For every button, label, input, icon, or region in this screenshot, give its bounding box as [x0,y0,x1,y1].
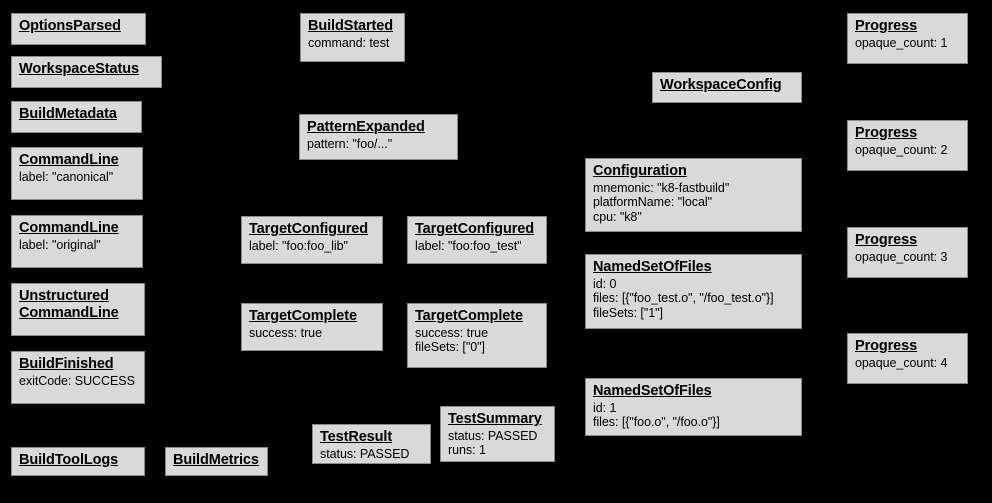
event-node-title: NamedSetOfFiles [593,259,712,275]
event-node-fields: id: 1 files: [{"foo.o", "/foo.o"}] [593,400,720,430]
event-node-title: BuildFinished [19,356,114,372]
event-node-title: BuildMetrics [173,452,259,468]
event-node-title: WorkspaceStatus [19,61,139,77]
event-node-fields: opaque_count: 1 [855,35,948,50]
event-node-fields: label: "foo:foo_lib" [249,238,348,253]
event-node-title: TargetConfigured [249,221,368,237]
event-node-fields: success: true [249,325,322,340]
event-node-title: WorkspaceConfig [660,77,782,93]
event-node-fields: exitCode: SUCCESS [19,373,135,388]
event-node-fields: mnemonic: "k8-fastbuild" platformName: "… [593,180,730,224]
event-node-title: Progress [855,338,918,354]
event-node-fields: status: PASSED runs: 1 [448,428,538,458]
event-node-fields: label: "original" [19,237,101,252]
event-node-title: Unstructured CommandLine [19,288,119,321]
event-node-fields: command: test [308,35,390,50]
event-node-title: OptionsParsed [19,18,121,34]
event-node-options-parsed[interactable]: OptionsParsed [11,13,146,45]
event-node-title: PatternExpanded [307,119,425,135]
event-node-title: Progress [855,125,918,141]
event-node-fields: pattern: "foo/..." [307,136,393,151]
event-node-title: BuildToolLogs [19,452,119,468]
event-node-fields: success: true fileSets: ["0"] [415,325,488,355]
event-node-workspace-status[interactable]: WorkspaceStatus [11,56,162,88]
event-node-title: TargetComplete [249,308,357,324]
event-node-title: CommandLine [19,220,119,236]
event-node-fields: status: PASSED [320,446,410,461]
event-node-fields: id: 0 files: [{"foo_test.o", "/foo_test.… [593,276,774,320]
event-node-fields: label: "canonical" [19,169,114,184]
event-node-title: TargetConfigured [415,221,534,237]
event-node-build-metrics[interactable]: BuildMetrics [165,447,268,476]
event-node-title: Progress [855,232,918,248]
event-node-title: TestSummary [448,411,542,427]
event-node-title: NamedSetOfFiles [593,383,712,399]
event-node-title: BuildMetadata [19,106,117,122]
event-node-unstructured-command-line[interactable]: Unstructured CommandLine [11,283,145,336]
event-node-fields: label: "foo:foo_test" [415,238,522,253]
event-node-title: TargetComplete [415,308,523,324]
event-node-title: Progress [855,18,918,34]
event-node-workspace-config[interactable]: WorkspaceConfig [652,72,802,103]
event-node-title: Configuration [593,163,687,179]
event-node-title: BuildStarted [308,18,394,34]
event-node-build-tool-logs[interactable]: BuildToolLogs [11,447,145,476]
event-node-fields: opaque_count: 2 [855,142,948,157]
event-node-title: CommandLine [19,152,119,168]
event-node-fields: opaque_count: 3 [855,249,948,264]
event-node-build-metadata[interactable]: BuildMetadata [11,101,142,133]
event-node-title: TestResult [320,429,393,445]
event-node-fields: opaque_count: 4 [855,355,948,370]
